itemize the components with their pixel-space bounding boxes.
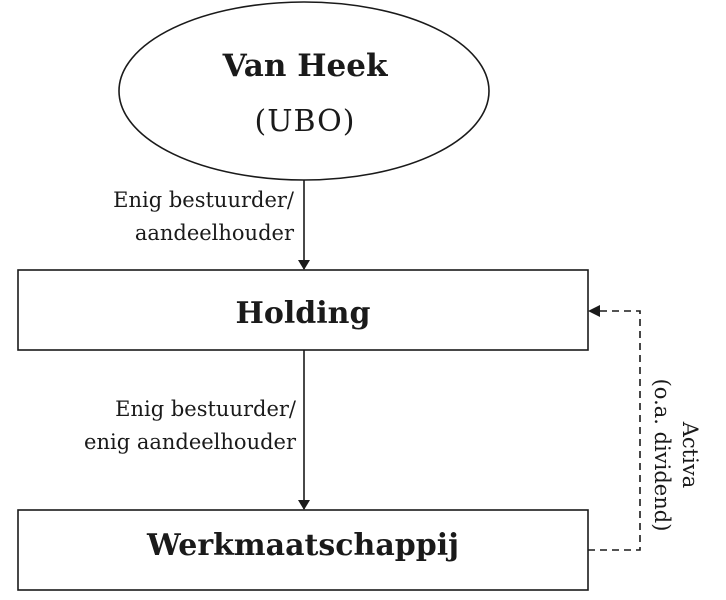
ubo-to-holding-label-line1: Enig bestuurder/ xyxy=(113,188,294,212)
werk-to-holding-dashed-arrow xyxy=(588,305,641,551)
ubo-role: (UBO) xyxy=(254,104,356,139)
ubo-ellipse xyxy=(118,1,490,181)
werk-to-holding-label-line2: (o.a. dividend) xyxy=(650,378,674,532)
werk-to-holding-label: Activa (o.a. dividend) xyxy=(648,379,704,532)
ubo-to-holding-label-line2: aandeelhouder xyxy=(134,221,294,245)
holding-to-werk-label-line2: enig aandeelhouder xyxy=(84,430,296,454)
ubo-name: Van Heek xyxy=(222,48,388,84)
holding-to-werk-label: Enig bestuurder/ enig aandeelhouder xyxy=(84,393,296,459)
werk-to-holding-label-line1: Activa xyxy=(678,421,702,489)
werkmaatschappij-box xyxy=(17,509,589,591)
holding-label: Holding xyxy=(235,296,371,331)
holding-to-werk-label-line1: Enig bestuurder/ xyxy=(115,397,296,421)
werkmaatschappij-label: Werkmaatschappij xyxy=(146,528,459,563)
holding-box xyxy=(17,269,589,351)
ubo-to-holding-label: Enig bestuurder/ aandeelhouder xyxy=(113,184,294,250)
